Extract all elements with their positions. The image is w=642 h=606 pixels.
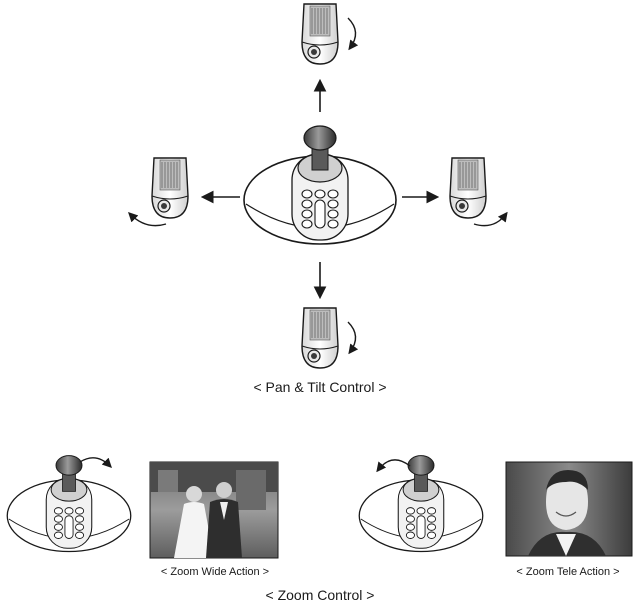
zoom-tele-rotation-icon	[376, 459, 411, 473]
zoom-tele-section	[358, 454, 633, 557]
zoom-wide-section	[6, 454, 279, 559]
zoom-wide-rotation-icon	[79, 457, 112, 468]
pan-tilt-caption: < Pan & Tilt Control >	[253, 379, 387, 395]
joystick-controller-icon	[358, 454, 484, 553]
joystick-controller-icon	[6, 454, 132, 553]
joystick-controller-icon	[243, 125, 397, 245]
dome-camera-icon	[301, 3, 339, 65]
dome-camera-icon	[449, 157, 487, 219]
groom-photo-tele	[505, 461, 633, 557]
tilt-rotation-icon	[347, 17, 359, 51]
zoom-control-caption: < Zoom Control >	[265, 587, 375, 603]
dome-camera-icon	[151, 157, 189, 219]
dome-camera-icon	[301, 307, 339, 369]
pan-tilt-section	[128, 3, 508, 369]
pan-rotation-icon	[128, 212, 167, 227]
zoom-wide-caption: < Zoom Wide Action >	[160, 566, 270, 578]
zoom-tele-caption: < Zoom Tele Action >	[516, 566, 620, 578]
wedding-photo-wide	[149, 461, 279, 559]
pan-rotation-icon	[473, 211, 508, 227]
tilt-rotation-icon	[347, 321, 359, 355]
